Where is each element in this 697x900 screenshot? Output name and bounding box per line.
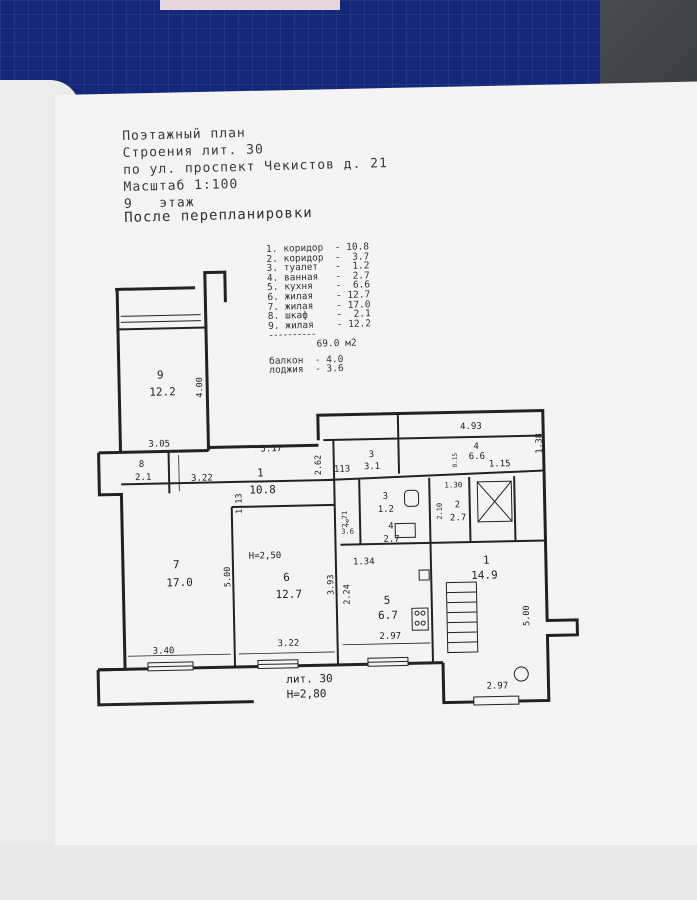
fixtures [394, 489, 430, 631]
windows [147, 656, 520, 706]
dim-210: 2.10 [436, 503, 444, 520]
room-1-area: 10.8 [249, 483, 276, 497]
room-8-area: 2.1 [135, 473, 151, 483]
room-8-number: 8 [139, 460, 145, 470]
room-3b-number: 3 [369, 450, 375, 460]
room-6-height: H=2,50 [249, 551, 282, 562]
stair-number: 1 [483, 554, 490, 567]
room-4-area: 2.7 [383, 535, 399, 545]
dim-500a: 5.00 [223, 567, 233, 588]
dim-493: 4.93 [460, 422, 482, 432]
stair-area: 14.9 [471, 569, 498, 583]
dim-134: 1.34 [353, 557, 375, 567]
room-2-number: 2 [455, 500, 461, 510]
dim-115: 1.15 [489, 459, 511, 469]
staircase [445, 480, 529, 682]
room-1-number: 1 [257, 466, 264, 479]
dimension-lines [127, 455, 431, 657]
dim-138: 1.38 [534, 433, 544, 454]
room-3b-area: 3.1 [364, 462, 380, 472]
room-4b-area: 6.6 [469, 452, 485, 462]
dim-400: 4.00 [195, 377, 205, 398]
sheet-bottom [0, 845, 697, 900]
dim-297a: 2.97 [379, 632, 401, 642]
room-6-number: 6 [283, 571, 290, 584]
room-4b-number: 4 [473, 442, 479, 452]
room-5-area: 6.7 [378, 609, 398, 622]
room-9-area: 12.2 [149, 385, 176, 399]
dim-517: 5.17 [260, 444, 282, 454]
room-2b-area: 3.6 [341, 528, 354, 536]
plan-lit: лит. 30 [286, 672, 333, 686]
room-7-area: 17.0 [166, 576, 193, 590]
room-4-number: 4 [388, 522, 394, 532]
dim-500b: 5.00 [522, 605, 532, 626]
dim-262: 2.62 [314, 455, 324, 476]
dim-271: 2.71 [341, 511, 349, 528]
dim-305: 3.05 [148, 439, 170, 449]
dim-393: 3.93 [326, 574, 336, 595]
room-3-number: 3 [382, 492, 388, 502]
dim-113: 1.13 [234, 493, 244, 514]
dim-130: 1.30 [444, 480, 463, 489]
dim-340: 3.40 [153, 646, 175, 656]
room-2-area: 2.7 [450, 513, 466, 523]
room-2b-number: 2 [345, 519, 349, 527]
dim-322b: 3.22 [277, 639, 299, 649]
room-5-number: 5 [384, 594, 391, 607]
dimension-labels: 3.05 4.00 5.17 2.62 3.22 1.13 5.00 3.93 … [148, 377, 544, 701]
pink-fabric [160, 0, 340, 10]
room-7-number: 7 [173, 558, 180, 571]
dim-297b: 2.97 [486, 681, 508, 691]
plan-building-height: H=2,80 [287, 687, 327, 701]
dim-224: 2.24 [342, 584, 352, 605]
room-9-number: 9 [157, 368, 164, 381]
room-labels: 9 12.2 8 2.1 1 10.8 7 17.0 H=2,50 6 12.7… [135, 368, 498, 622]
label-113: 113 [334, 465, 350, 475]
dim-015: 0.15 [452, 452, 459, 467]
dim-322a: 3.22 [191, 473, 213, 483]
room-6-area: 12.7 [275, 588, 302, 602]
room-3-area: 1.2 [378, 505, 394, 515]
inner-walls [117, 314, 546, 668]
